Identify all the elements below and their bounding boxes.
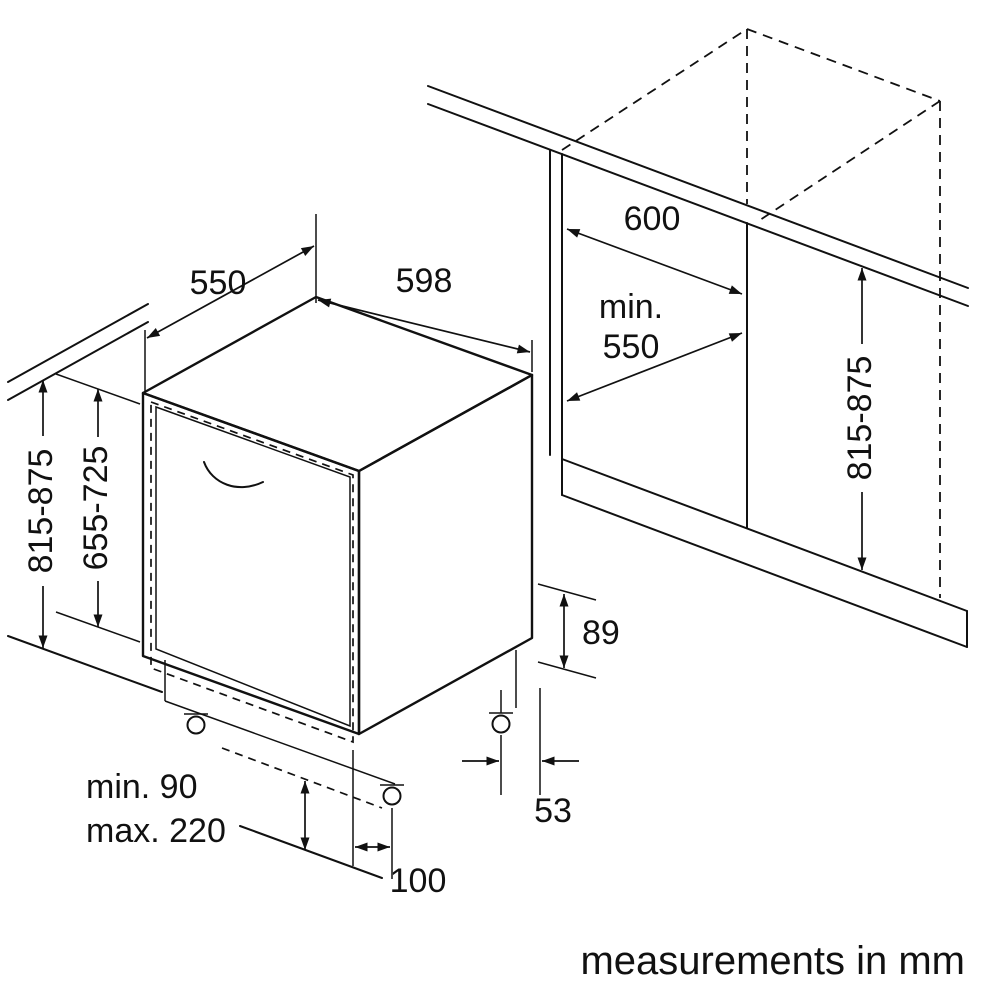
cabinet-outline-dashed [561, 28, 941, 598]
rear-foot-offset-label: 53 [534, 792, 572, 830]
dishwasher-side-face [357, 373, 534, 736]
foot-front-right [380, 784, 404, 806]
dimension-rear-foot-offset: 53 [462, 688, 579, 830]
door-panel-dashed [150, 400, 354, 744]
foot-front-left [184, 713, 208, 735]
door-height-label: 655-725 [77, 446, 115, 571]
niche-depth-prefix-label: min. [599, 288, 663, 326]
plinth-max-label: max. 220 [86, 812, 226, 850]
dimension-door-height: 655-725 [77, 389, 115, 627]
appliance-height-label: 815-875 [22, 449, 60, 574]
dimension-niche-depth: min. 550 [566, 288, 743, 402]
countertop [427, 85, 969, 307]
dimension-base-recess: 89 [537, 583, 620, 679]
niche-depth-value-label: 550 [603, 328, 660, 366]
units-note: measurements in mm [580, 939, 965, 983]
plinth-min-label: min. 90 [86, 768, 198, 806]
width-label: 598 [396, 262, 453, 300]
dimension-plinth: min. 90 max. 220 [86, 747, 383, 879]
dishwasher-top-face [141, 295, 534, 473]
dimension-niche-height: 815-875 [841, 268, 879, 570]
door-panel-inner [155, 405, 351, 728]
depth-label: 550 [190, 264, 247, 302]
base-recess-label: 89 [582, 614, 620, 652]
dimension-depth: 550 [144, 214, 317, 392]
niche [549, 149, 968, 648]
dimension-front-foot-offset: 100 [352, 750, 447, 900]
dishwasher [141, 295, 534, 806]
front-foot-offset-label: 100 [390, 862, 447, 900]
niche-height-label: 815-875 [841, 356, 879, 481]
dimension-niche-width: 600 [566, 200, 743, 295]
foot-rear-right [489, 712, 513, 734]
niche-width-label: 600 [624, 200, 681, 238]
dimension-appliance-height: 815-875 [22, 380, 60, 648]
dimension-width: 598 [317, 262, 533, 372]
dishwasher-front-face [141, 391, 361, 736]
door-handle [203, 461, 264, 489]
